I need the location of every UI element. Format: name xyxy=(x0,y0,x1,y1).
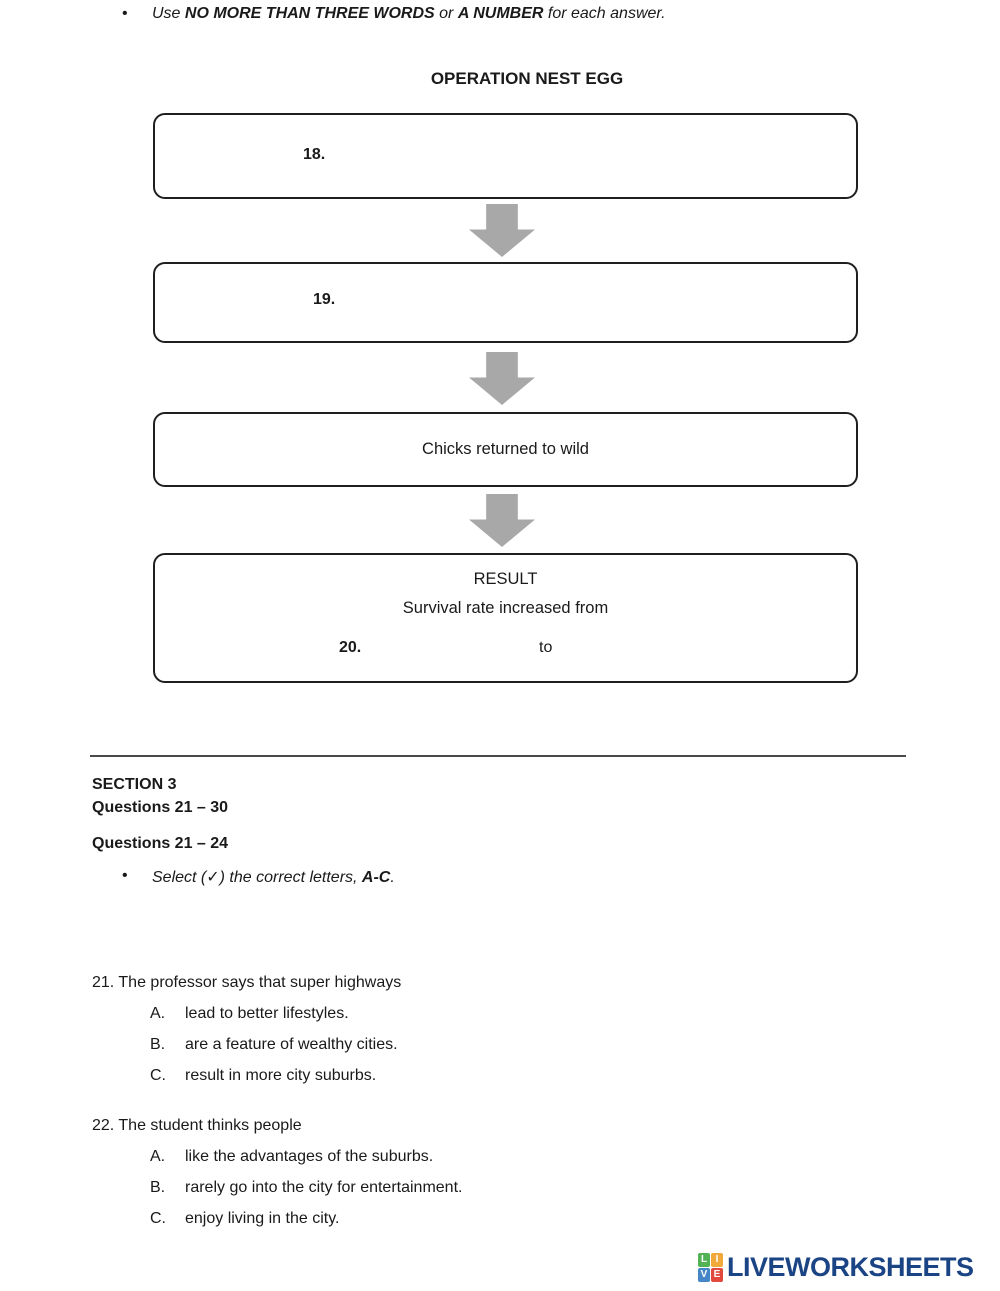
option-letter: B. xyxy=(150,1179,166,1196)
liveworksheets-logo-icon: L I V E xyxy=(698,1252,723,1282)
logo-square-e: E xyxy=(711,1267,723,1282)
down-arrow-icon xyxy=(469,494,535,547)
question-20-label: 20. xyxy=(339,639,362,656)
section-divider xyxy=(90,755,906,757)
instruction-seg-bold: NO MORE THAN THREE WORDS xyxy=(184,5,435,22)
section-title: SECTION 3 xyxy=(92,776,177,793)
chicks-box-text: Chicks returned to wild xyxy=(422,440,589,458)
question-number: 21. xyxy=(92,974,115,991)
section-heading-block: SECTION 3 Questions 21 – 30 Questions 21… xyxy=(92,773,228,855)
answer-19-input[interactable] xyxy=(365,287,785,313)
flowchart-box-chicks: Chicks returned to wild xyxy=(153,412,858,487)
down-arrow-icon xyxy=(469,352,535,405)
option-letter: C. xyxy=(150,1210,166,1227)
logo-square-i: I xyxy=(711,1252,723,1267)
option-21-b[interactable]: B. are a feature of wealthy cities. xyxy=(92,1035,401,1055)
option-text: result in more city suburbs. xyxy=(185,1067,377,1084)
option-21-a[interactable]: A. lead to better lifestyles. xyxy=(92,1004,401,1024)
option-letter: A. xyxy=(150,1148,166,1165)
instruction-seg: . xyxy=(390,869,395,886)
bullet-icon: • xyxy=(122,867,128,884)
option-21-c[interactable]: C. result in more city suburbs. xyxy=(92,1066,401,1086)
liveworksheets-logo[interactable]: L I V E LIVEWORKSHEETS xyxy=(698,1252,974,1282)
option-text: like the advantages of the suburbs. xyxy=(185,1148,434,1165)
answer-after-to-input[interactable] xyxy=(580,635,730,661)
flowchart-box-18: 18. xyxy=(153,113,858,199)
logo-square-l: L xyxy=(698,1252,710,1267)
down-arrow-icon xyxy=(469,204,535,257)
result-to-text: to xyxy=(539,639,553,656)
bullet-icon: • xyxy=(122,5,128,22)
option-text: rarely go into the city for entertainmen… xyxy=(185,1179,463,1196)
subsection-question-range: Questions 21 – 24 xyxy=(92,835,229,852)
question-21-text: 21. The professor says that super highwa… xyxy=(92,973,401,993)
option-22-a[interactable]: A. like the advantages of the suburbs. xyxy=(92,1147,462,1167)
option-text: are a feature of wealthy cities. xyxy=(185,1036,398,1053)
option-letter: A. xyxy=(150,1005,166,1022)
result-heading: RESULT xyxy=(473,570,538,588)
flowchart-box-result: RESULT Survival rate increased from 20. … xyxy=(153,553,858,683)
question-number: 22. xyxy=(92,1117,115,1134)
instruction-text: Use NO MORE THAN THREE WORDS or A NUMBER… xyxy=(152,5,666,23)
instruction-text: Select (✓) the correct letters, A-C. xyxy=(152,867,395,887)
instruction-seg: Use xyxy=(152,5,185,22)
question-21: 21. The professor says that super highwa… xyxy=(92,973,401,1086)
answer-18-input[interactable] xyxy=(355,142,785,168)
instruction-seg-bold: A-C xyxy=(361,869,391,886)
question-stem: The student thinks people xyxy=(118,1117,302,1134)
question-stem: The professor says that super highways xyxy=(118,974,402,991)
answer-20-input[interactable] xyxy=(380,635,530,661)
option-22-b[interactable]: B. rarely go into the city for entertain… xyxy=(92,1178,462,1198)
instruction-seg: or xyxy=(434,5,458,22)
instruction-select-letters: • Select (✓) the correct letters, A-C. xyxy=(122,867,395,887)
question-22-text: 22. The student thinks people xyxy=(92,1116,462,1136)
option-22-c[interactable]: C. enjoy living in the city. xyxy=(92,1209,462,1229)
flowchart-title: OPERATION NEST EGG xyxy=(430,69,624,88)
liveworksheets-wordmark: LIVEWORKSHEETS xyxy=(727,1252,974,1282)
result-subtext: Survival rate increased from xyxy=(402,599,609,617)
instruction-word-limit: • Use NO MORE THAN THREE WORDS or A NUMB… xyxy=(122,5,666,23)
option-letter: B. xyxy=(150,1036,166,1053)
question-19-label: 19. xyxy=(313,291,336,308)
logo-square-v: V xyxy=(698,1267,710,1282)
question-22: 22. The student thinks people A. like th… xyxy=(92,1116,462,1229)
flowchart-box-19: 19. xyxy=(153,262,858,343)
option-letter: C. xyxy=(150,1067,166,1084)
instruction-seg: for each answer. xyxy=(543,5,666,22)
instruction-seg-bold: A NUMBER xyxy=(457,5,544,22)
instruction-seg: Select (✓) the correct letters, xyxy=(152,869,362,886)
question-18-label: 18. xyxy=(303,146,326,163)
option-text: enjoy living in the city. xyxy=(185,1210,340,1227)
option-text: lead to better lifestyles. xyxy=(185,1005,349,1022)
section-question-range: Questions 21 – 30 xyxy=(92,799,229,816)
